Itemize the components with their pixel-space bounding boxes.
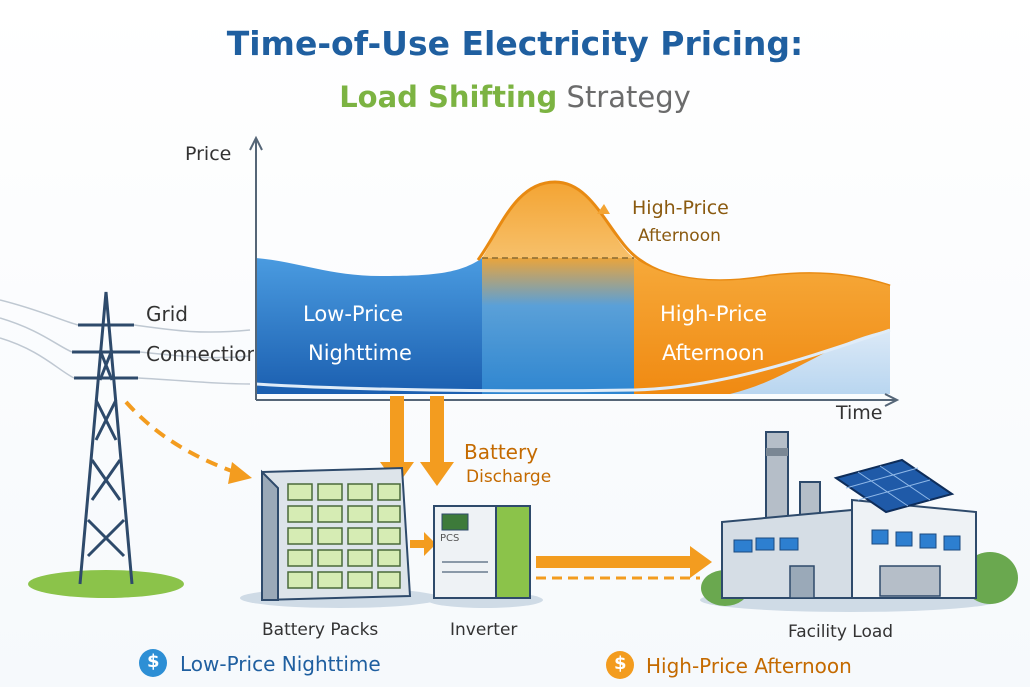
low-region-label-2: Nighttime — [308, 341, 412, 365]
subtitle-rest: Strategy — [566, 80, 691, 114]
facility-load-label: Facility Load — [788, 622, 894, 642]
x-axis-label: Time — [836, 402, 883, 424]
battery-packs-icon — [240, 466, 440, 608]
diagram-title: Time-of-Use Electricity Pricing: — [226, 24, 804, 63]
peak-pointer — [597, 204, 610, 214]
grid-to-battery-arrow — [124, 400, 241, 476]
legend-high-symbol: $ — [614, 653, 627, 674]
grid-arrow-head — [228, 462, 252, 484]
high-region-label-2: Afternoon — [662, 341, 765, 365]
grid-tower-icon — [0, 291, 251, 598]
peak-label-1: High-Price — [632, 197, 729, 219]
legend-high-text: High-Price Afternoon — [646, 654, 852, 678]
diagram-subtitle: Load Shifting Strategy — [0, 80, 1030, 114]
low-region-label-1: Low-Price — [303, 302, 404, 326]
peak-label-2: Afternoon — [638, 226, 721, 246]
low-price-region — [256, 258, 482, 394]
discharge-label-1: Battery — [464, 440, 539, 464]
legend-high-icon — [606, 651, 634, 679]
grid-label-2: Connection — [146, 342, 254, 366]
subtitle-highlight: Load Shifting — [339, 80, 558, 114]
transition-region — [482, 258, 634, 394]
legend-low-text: Low-Price Nighttime — [180, 652, 381, 676]
inverter-label: Inverter — [450, 620, 518, 640]
legend-low-icon — [139, 649, 167, 677]
peak-region — [482, 182, 634, 258]
chart-axes — [249, 135, 900, 407]
price-chart — [255, 180, 891, 394]
high-region-label-1: High-Price — [660, 302, 768, 326]
facility-icon — [700, 431, 1018, 612]
load-curve-line — [255, 328, 891, 393]
legend-low-symbol: $ — [147, 651, 160, 672]
battery-packs-label: Battery Packs — [262, 620, 379, 640]
inverter-to-facility-arrow — [536, 546, 712, 578]
pcs-label: PCS — [440, 533, 460, 544]
battery-to-inverter-arrow — [410, 532, 436, 556]
load-curve-area — [730, 330, 890, 394]
inverter-icon — [427, 505, 543, 608]
y-axis-label: Price — [185, 143, 232, 165]
grid-label-1: Grid — [146, 302, 188, 326]
discharge-arrows — [380, 396, 454, 486]
discharge-label-2: Discharge — [466, 467, 552, 487]
